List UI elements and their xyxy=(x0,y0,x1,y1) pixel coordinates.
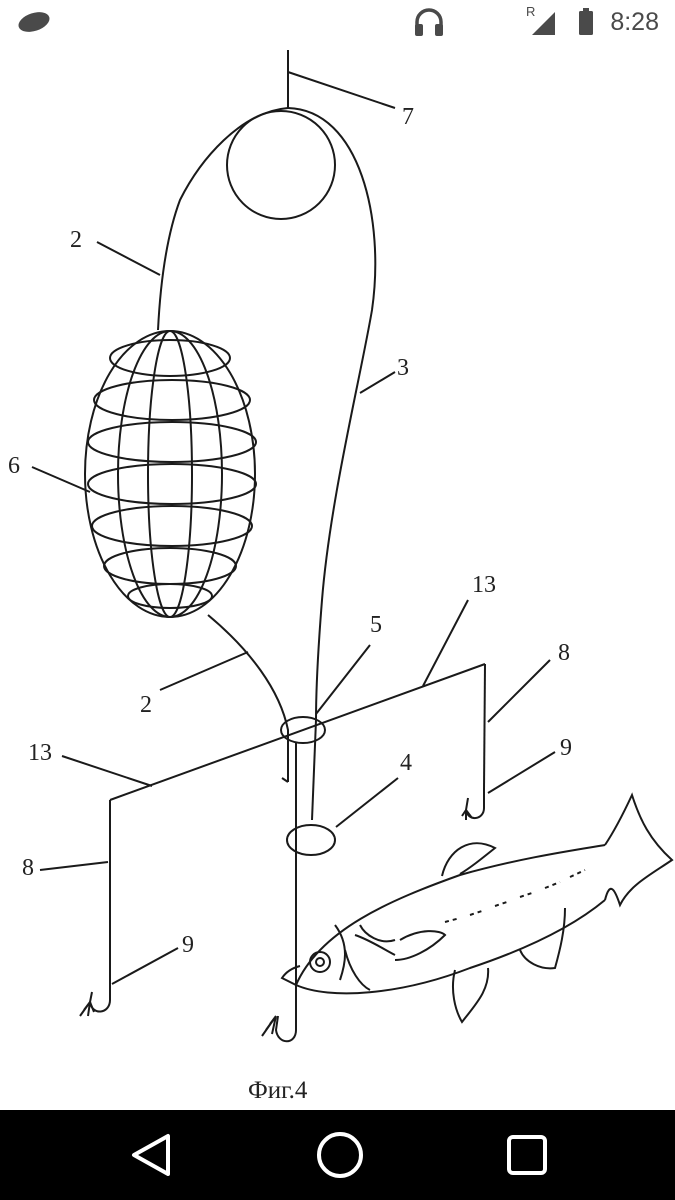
leader-line-3 xyxy=(287,107,377,721)
recents-button[interactable] xyxy=(467,1110,587,1200)
recents-icon xyxy=(507,1135,547,1175)
label-8-left: 8 xyxy=(22,855,34,881)
patent-figure: 7 2 3 6 13 5 8 2 9 13 4 8 9 Фиг.4 xyxy=(0,44,675,1110)
label-9-right: 9 xyxy=(560,735,572,761)
roaming-indicator: R xyxy=(526,4,536,19)
label-5: 5 xyxy=(370,612,382,638)
fishing-rig-diagram: 7 2 3 6 13 5 8 2 9 13 4 8 9 Фиг.4 xyxy=(8,50,674,1104)
battery-icon xyxy=(578,8,594,41)
back-icon xyxy=(132,1134,170,1176)
label-13-right: 13 xyxy=(472,572,496,598)
label-2-lower: 2 xyxy=(140,692,152,718)
headphones-icon xyxy=(412,6,446,43)
label-7: 7 xyxy=(402,104,414,130)
navigation-bar xyxy=(0,1110,675,1200)
feeder-cage xyxy=(84,330,257,618)
label-2-upper: 2 xyxy=(70,227,82,253)
main-hook xyxy=(274,1000,297,1043)
label-3: 3 xyxy=(397,355,409,381)
label-9-left: 9 xyxy=(182,932,194,958)
fish-bait xyxy=(280,792,674,1024)
home-button[interactable] xyxy=(280,1110,400,1200)
bead-4 xyxy=(286,824,336,856)
leader-line-2-lower xyxy=(207,614,289,782)
label-13-left: 13 xyxy=(28,740,52,766)
leader-line-2-upper xyxy=(157,107,289,331)
label-6: 6 xyxy=(8,453,20,479)
home-icon xyxy=(317,1132,363,1178)
label-8-right: 8 xyxy=(558,640,570,666)
label-4: 4 xyxy=(400,750,412,776)
figure-caption: Фиг.4 xyxy=(248,1077,308,1104)
crossbar-13 xyxy=(109,663,486,801)
swivel-ring xyxy=(226,110,336,220)
back-button[interactable] xyxy=(90,1110,210,1200)
status-bar: R 8:28 xyxy=(0,0,675,44)
clock: 8:28 xyxy=(610,8,659,36)
ring-5 xyxy=(280,716,326,744)
messenger-icon xyxy=(16,10,52,39)
signal-icon xyxy=(530,10,556,41)
dropper-8-right xyxy=(483,663,486,791)
